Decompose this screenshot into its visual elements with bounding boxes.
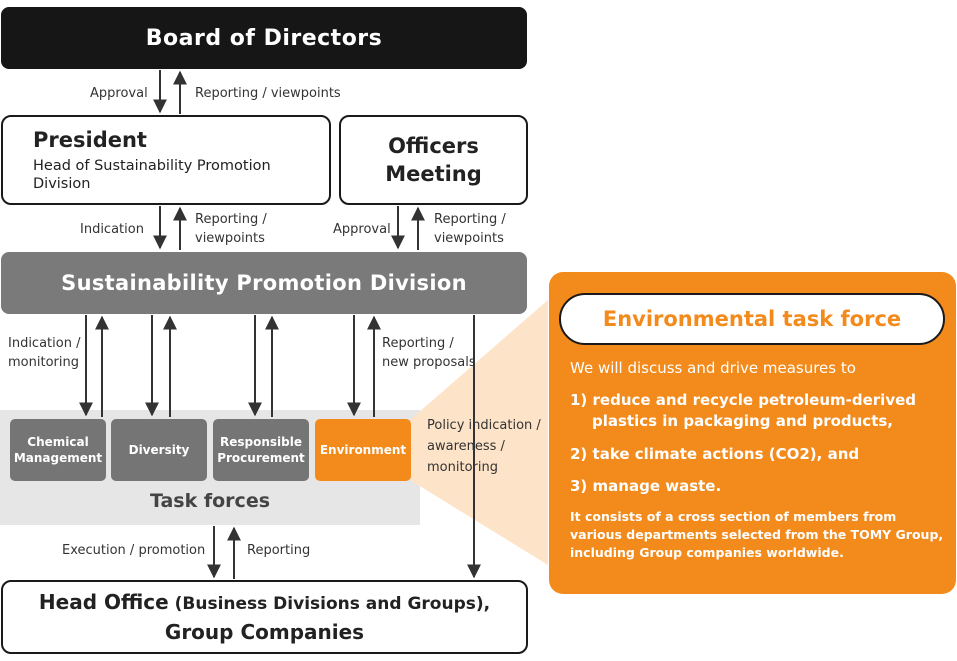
spd-label: Sustainability Promotion Division xyxy=(61,271,467,295)
officers-meeting-box: Officers Meeting xyxy=(339,115,528,205)
label-reporting-off: Reporting / viewpoints xyxy=(434,212,506,246)
env-panel-title-pill: Environmental task force xyxy=(559,293,945,345)
task-force-environment: Environment xyxy=(315,419,411,481)
board-of-directors: Board of Directors xyxy=(1,7,527,69)
task-force-diversity: Diversity xyxy=(111,419,207,481)
board-label: Board of Directors xyxy=(145,25,383,51)
env-panel-item-2: 2) take climate actions (CO2), and xyxy=(570,445,860,463)
env-panel-title: Environmental task force xyxy=(602,307,902,331)
label-reporting-new-proposals: Reporting / new proposals xyxy=(382,336,476,370)
label-approval-board: Approval xyxy=(90,86,148,101)
head-office-main: Head Office xyxy=(38,590,169,614)
label-reporting-ho: Reporting xyxy=(247,543,311,558)
task-forces-label: Task forces xyxy=(149,490,271,512)
label-policy: Policy indication / awareness / monitori… xyxy=(427,418,541,475)
officers-line1: Officers xyxy=(388,134,479,158)
label-indication-pres: Indication xyxy=(80,222,144,237)
callout-fan xyxy=(410,300,548,565)
president-box: President Head of Sustainability Promoti… xyxy=(1,115,331,205)
group-companies: Group Companies xyxy=(164,620,365,644)
head-office-paren: (Business Divisions and Groups), xyxy=(168,594,491,614)
officers-line2: Meeting xyxy=(385,162,482,186)
environmental-task-force-panel: Environmental task force We will discuss… xyxy=(549,272,956,594)
president-title: President xyxy=(33,128,147,152)
label-approval-off: Approval xyxy=(333,222,391,237)
label-indication-monitoring: Indication / monitoring xyxy=(8,336,81,370)
env-panel-note: It consists of a cross section of member… xyxy=(570,509,944,560)
env-panel-item-3: 3) manage waste. xyxy=(570,477,722,495)
env-panel-item-1: 1) reduce and recycle petroleum-derived … xyxy=(570,391,917,430)
head-office-box: Head Office (Business Divisions and Grou… xyxy=(1,580,528,654)
label-execution: Execution / promotion xyxy=(62,543,206,558)
env-panel-intro: We will discuss and drive measures to xyxy=(570,359,856,377)
label-reporting-board: Reporting / viewpoints xyxy=(195,86,341,101)
sustainability-promotion-division: Sustainability Promotion Division xyxy=(1,252,527,314)
president-subtitle: Head of Sustainability Promotion Divisio… xyxy=(33,158,271,192)
label-reporting-pres: Reporting / viewpoints xyxy=(195,212,267,246)
